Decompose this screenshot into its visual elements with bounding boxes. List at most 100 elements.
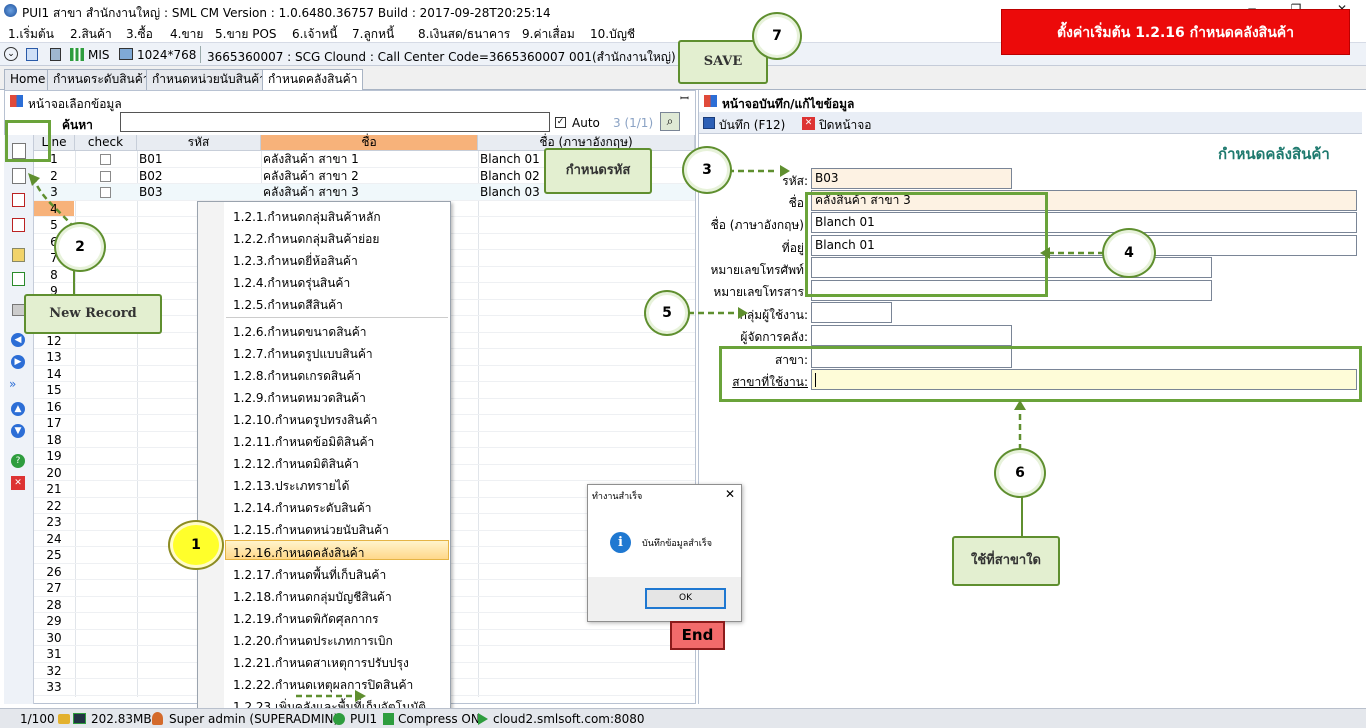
panel-icon[interactable]: [26, 48, 38, 61]
delete-record-icon[interactable]: [12, 218, 25, 232]
menu-item[interactable]: 1.2.4.กำหนดรุ่นสินค้า: [233, 276, 351, 290]
menu-item[interactable]: 1.2.1.กำหนดกลุ่มสินค้าหลัก: [233, 210, 381, 224]
tab-item-unit[interactable]: กำหนดหน่วยนับสินค้า: [146, 69, 272, 90]
menu-item[interactable]: 1.2.2.กำหนดกลุ่มสินค้าย่อย: [233, 232, 380, 246]
menu-item-purchase[interactable]: 3.ซื้อ: [126, 27, 153, 41]
table-row[interactable]: 2 B02 คลังสินค้า สาขา 2 Blanch 02: [34, 168, 695, 184]
menu-item[interactable]: 1.2.17.กำหนดพื้นที่เก็บสินค้า: [233, 567, 387, 582]
close-red-icon[interactable]: ✕: [11, 476, 25, 490]
compress-icon: [383, 713, 394, 725]
save-button[interactable]: บันทึก (F12): [719, 118, 786, 132]
export-icon[interactable]: [12, 272, 25, 286]
menu-item[interactable]: 1.2.11.กำหนดข้อมิติสินค้า: [233, 435, 375, 450]
save-icon[interactable]: [703, 117, 715, 129]
code-field[interactable]: B03: [811, 168, 1012, 189]
column-header-check[interactable]: check: [75, 135, 137, 151]
fast-forward-icon[interactable]: »: [9, 377, 17, 391]
new-record-icon[interactable]: [12, 143, 26, 159]
menu-item[interactable]: 1.2.20.กำหนดประเภทการเบิก: [233, 633, 393, 648]
menu-item[interactable]: 1.2.15.กำหนดหน่วยนับสินค้า: [233, 523, 389, 538]
row-line: 33: [46, 680, 62, 694]
row-checkbox[interactable]: [100, 154, 111, 165]
arrowhead: [1040, 247, 1050, 259]
chevron-down-icon[interactable]: ⌄: [4, 47, 18, 61]
search-input[interactable]: [120, 112, 550, 132]
checklist-icon[interactable]: [12, 193, 25, 207]
row-line: 7: [50, 251, 58, 265]
calculator-icon[interactable]: [50, 48, 61, 61]
menu-item[interactable]: 1.2.3.กำหนดยี่ห้อสินค้า: [233, 254, 358, 268]
column-header-name[interactable]: ชื่อ: [261, 135, 478, 151]
menu-item[interactable]: 1.2.16.กำหนดคลังสินค้า: [233, 545, 365, 560]
chart-icon[interactable]: [70, 48, 84, 61]
code-note: กำหนดรหัส: [544, 148, 652, 194]
column-header-code[interactable]: รหัส: [137, 135, 261, 151]
row-checkbox[interactable]: [100, 170, 111, 182]
address-field[interactable]: Blanch 01: [811, 235, 1357, 256]
dialog-close-icon[interactable]: ✕: [725, 487, 736, 501]
table-row[interactable]: 1 B01 คลังสินค้า สาขา 1 Blanch 01: [34, 151, 695, 168]
arrow-down-icon[interactable]: ▼: [11, 424, 25, 438]
menu-item[interactable]: 1.2.5.กำหนดสีสินค้า: [233, 298, 343, 312]
menu-item-start[interactable]: 1.เริ่มต้น: [8, 27, 54, 41]
menu-item[interactable]: 1.2.19.กำหนดพิกัดศุลกากร: [233, 611, 379, 626]
mis-label[interactable]: MIS: [88, 48, 110, 62]
branch-note: ใช้ที่สาขาใด: [952, 536, 1060, 586]
status-bar: 1/100 202.83MB Super admin (SUPERADMIN) …: [0, 708, 1366, 728]
highlight-new-record: [5, 120, 51, 162]
grid-divider: [478, 151, 479, 697]
menu-item-product[interactable]: 2.สินค้า: [70, 27, 112, 41]
tab-warehouse[interactable]: กำหนดคลังสินค้า: [262, 69, 364, 91]
title-banner: ตั้งค่าเริ่มต้น 1.2.16 กำหนดคลังสินค้า: [1001, 9, 1350, 55]
ok-button[interactable]: OK: [645, 588, 726, 609]
lock-icon[interactable]: [12, 248, 25, 262]
use-branch-label[interactable]: สาขาที่ใช้งาน:: [732, 375, 808, 389]
arrow-up-icon[interactable]: ▲: [11, 402, 25, 416]
menu-item[interactable]: 1.2.14.กำหนดระดับสินค้า: [233, 501, 372, 516]
menu-item[interactable]: 1.2.18.กำหนดกลุ่มบัญชีสินค้า: [233, 589, 392, 604]
table-row[interactable]: 3 B03 คลังสินค้า สาขา 3 Blanch 03: [34, 184, 695, 201]
use-branch-field[interactable]: [811, 369, 1357, 390]
menu-item-receivable[interactable]: 7.ลูกหนี้: [352, 27, 395, 41]
help-icon[interactable]: ?: [11, 454, 25, 468]
auto-checkbox[interactable]: ✓: [555, 117, 566, 128]
menu-item[interactable]: 1.2.12.กำหนดมิติสินค้า: [233, 457, 359, 472]
arrowhead: [780, 165, 790, 177]
menu-item[interactable]: 1.2.9.กำหนดหมวดสินค้า: [233, 391, 366, 406]
close-red-icon[interactable]: ✕: [802, 117, 815, 130]
column-header-line[interactable]: Line: [34, 135, 75, 151]
user-group-field[interactable]: [811, 302, 892, 323]
menu-item-depreciation[interactable]: 9.ค่าเสื่อม: [522, 27, 575, 41]
arrow-left-icon[interactable]: ◀: [11, 333, 25, 347]
menu-separator: [226, 317, 448, 318]
row-line: 28: [46, 597, 62, 612]
row-line: 29: [46, 614, 62, 628]
edit-record-icon[interactable]: [12, 168, 26, 184]
step-7-callout: 7: [754, 14, 800, 58]
menu-item-payable[interactable]: 6.เจ้าหนี้: [292, 27, 338, 41]
menu-item[interactable]: 1.2.7.กำหนดรูปแบบสินค้า: [233, 347, 373, 362]
menu-item[interactable]: 1.2.22.กำหนดเหตุผลการปิดสินค้า: [233, 677, 414, 692]
status-compress: Compress ON: [398, 712, 480, 726]
menu-item[interactable]: 1.2.21.กำหนดสาเหตุการปรับปรุง: [233, 655, 409, 670]
arrow-right-icon[interactable]: ▶: [11, 355, 25, 369]
new-record-note: New Record: [24, 294, 162, 334]
menu-item-pos[interactable]: 5.ขาย POS: [215, 27, 277, 41]
manager-field[interactable]: [811, 325, 1012, 346]
menu-item-sale[interactable]: 4.ขาย: [170, 27, 204, 41]
search-icon[interactable]: ⌕: [660, 112, 680, 131]
pin-icon[interactable]: ꟷ: [680, 92, 689, 105]
text-cursor: [815, 373, 816, 387]
menu-item[interactable]: 1.2.6.กำหนดขนาดสินค้า: [233, 325, 367, 339]
menu-item-account[interactable]: 10.บัญชี: [590, 27, 636, 41]
menu-item-cash-bank[interactable]: 8.เงินสด/ธนาคาร: [418, 27, 511, 41]
close-screen-button[interactable]: ปิดหน้าจอ: [819, 118, 872, 132]
name-label: ชื่อ:: [788, 196, 808, 210]
english-name-field[interactable]: Blanch 01: [811, 212, 1357, 233]
menu-item[interactable]: 1.2.10.กำหนดรูปทรงสินค้า: [233, 413, 378, 428]
menu-item[interactable]: 1.2.8.กำหนดเกรดสินค้า: [233, 369, 362, 384]
tab-home[interactable]: Home: [4, 69, 52, 90]
name-field[interactable]: คลังสินค้า สาขา 3: [811, 190, 1357, 211]
menu-item[interactable]: 1.2.13.ประเภทรายได้: [233, 479, 350, 494]
row-checkbox[interactable]: [100, 187, 111, 198]
